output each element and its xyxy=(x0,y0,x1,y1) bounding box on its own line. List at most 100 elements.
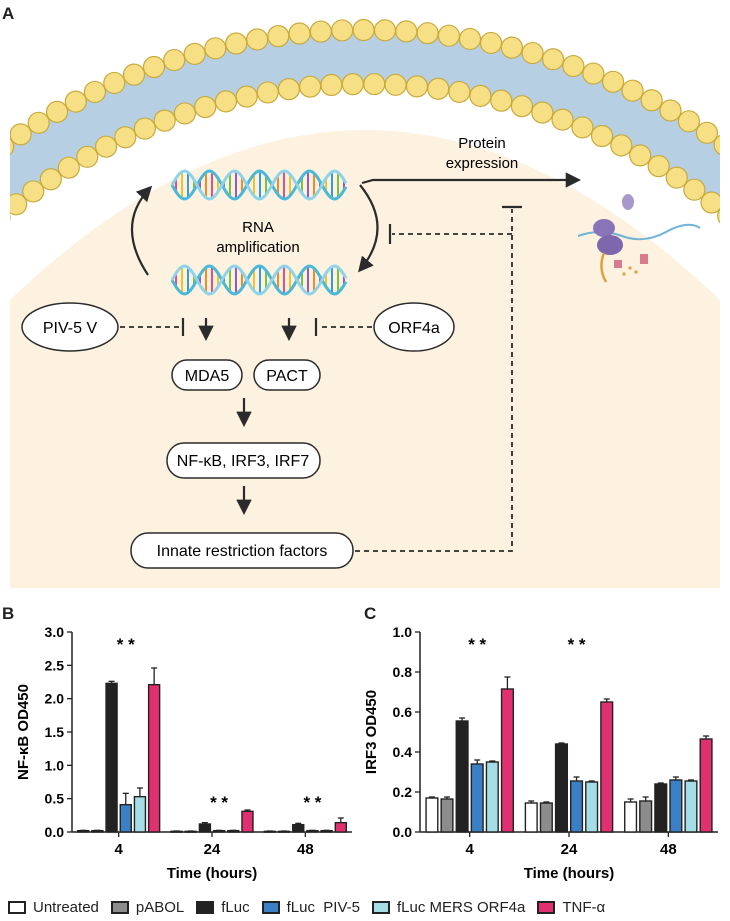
y-tick-label: 2.5 xyxy=(45,657,65,673)
y-tick-label: 0.5 xyxy=(45,791,65,807)
significance-label: * * xyxy=(568,635,586,654)
legend-label: Untreated xyxy=(33,898,99,916)
bar xyxy=(440,798,454,833)
bar xyxy=(500,688,514,833)
lipid-head xyxy=(541,48,565,71)
lipid-head xyxy=(700,191,720,214)
bar xyxy=(654,783,668,833)
lipid-head xyxy=(713,134,720,156)
panel-b-label: B xyxy=(2,604,15,623)
lipid-head xyxy=(204,37,227,60)
lipid-head xyxy=(521,41,544,65)
y-tick-label: 0.6 xyxy=(393,704,413,720)
lipid-head xyxy=(194,95,217,119)
orf4a-label: ORF4a xyxy=(388,320,440,337)
lipid-head xyxy=(309,20,332,43)
restriction-inhibition-line xyxy=(355,209,513,552)
lipid-head xyxy=(677,110,701,133)
x-axis-label: Time (hours) xyxy=(167,865,258,882)
bar xyxy=(485,761,499,833)
lipid-head xyxy=(64,90,87,113)
lipid-head xyxy=(582,62,605,85)
y-axis-label: IRF3 OD450 xyxy=(363,690,380,774)
bar xyxy=(600,701,614,833)
lipid-head xyxy=(405,75,429,98)
lipid-head xyxy=(27,111,50,134)
lipid-head xyxy=(83,80,106,104)
lipid-head xyxy=(395,20,418,43)
lipid-head xyxy=(479,31,503,55)
bar xyxy=(639,800,653,833)
legend-item-fluc-piv5: fLuc PIV-5 xyxy=(261,898,360,916)
lipid-head xyxy=(153,109,176,132)
legend-swatch xyxy=(261,900,280,914)
legend-label: fLuc MERS ORF4a xyxy=(396,898,526,916)
lipid-head xyxy=(173,102,196,125)
significance-label: * * xyxy=(117,635,135,654)
lipid-head xyxy=(621,79,644,102)
lipid-head xyxy=(299,75,322,98)
bar xyxy=(241,810,254,833)
significance-label: * * xyxy=(468,635,486,654)
legend-item-fluc: fLuc xyxy=(196,899,250,916)
rna-strand-top xyxy=(170,169,348,201)
transcription-factors-node xyxy=(166,442,321,479)
lipid-head xyxy=(469,84,492,107)
lipid-head xyxy=(647,155,670,178)
bar xyxy=(133,795,147,833)
lipid-head xyxy=(122,63,146,86)
y-tick-label: 0.0 xyxy=(393,824,413,840)
rna-helices xyxy=(170,169,348,296)
lipid-head xyxy=(683,178,706,201)
legend-swatch xyxy=(537,900,556,914)
transcription-factors-label: NF-κB, IRF3, IRF7 xyxy=(177,453,310,470)
lipid-head xyxy=(629,144,652,167)
bar xyxy=(119,803,132,833)
lipid-head xyxy=(114,126,137,149)
lipid-head xyxy=(39,168,62,191)
lipid-head xyxy=(133,117,156,140)
lipid-head xyxy=(490,89,513,112)
lipid-head xyxy=(510,95,534,118)
y-axis-label: NF-κB OD450 xyxy=(15,684,32,780)
lipid-head xyxy=(717,208,720,224)
lipid-head xyxy=(225,32,248,55)
lipid-head xyxy=(352,18,375,42)
legend-label: fLuc PIV-5 xyxy=(286,898,360,916)
lipid-head xyxy=(10,137,15,156)
y-tick-label: 1.0 xyxy=(393,624,413,640)
lipid-head xyxy=(437,24,460,47)
lipid-head xyxy=(363,72,386,96)
bar xyxy=(569,780,584,833)
pact-node xyxy=(253,359,321,391)
lipid-head xyxy=(22,180,45,203)
legend-item-untreated: Untreated xyxy=(8,899,99,916)
amplification-arrow-up xyxy=(130,185,153,276)
legend-item-pabol: pABOL xyxy=(110,899,184,916)
lipid-head xyxy=(341,73,364,96)
ribosome-protein-icon xyxy=(577,194,701,283)
lipid-head xyxy=(640,89,663,112)
legend-label: TNF-α xyxy=(562,898,606,916)
rna-amplification-label: RNA xyxy=(242,219,274,236)
bar xyxy=(334,821,348,833)
lipid-head xyxy=(384,73,407,96)
lipid-head xyxy=(277,78,300,101)
rna-strand-bottom xyxy=(170,264,348,296)
y-tick-label: 0.4 xyxy=(393,744,413,760)
x-tick-label: 4 xyxy=(465,841,474,858)
pathway-diagram: Protein expression RNA amplification PIV… xyxy=(10,18,720,588)
y-tick-label: 1.0 xyxy=(45,757,65,773)
legend-swatch xyxy=(196,900,215,914)
bar xyxy=(699,738,713,833)
bar xyxy=(425,797,439,833)
amplification-arrow-down xyxy=(358,184,379,273)
bar xyxy=(470,763,484,833)
pact-label: PACT xyxy=(266,368,308,385)
lipid-head xyxy=(103,71,126,95)
legend-swatch xyxy=(8,900,26,914)
